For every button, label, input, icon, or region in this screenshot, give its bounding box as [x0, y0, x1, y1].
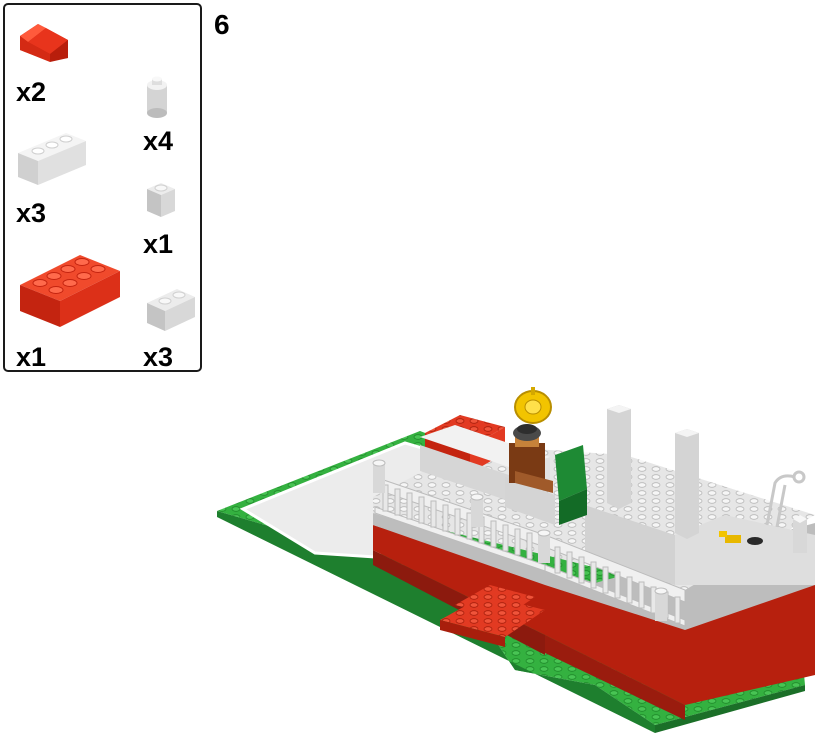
- white-1x3-brick-quantity: x3: [16, 198, 47, 228]
- gold-shield: [514, 387, 552, 424]
- red-slope-brick-icon: [20, 24, 68, 62]
- white-1x2-brick-quantity: x3: [143, 342, 174, 372]
- red-slope-quantity: x2: [16, 77, 47, 107]
- brown-piece: [515, 471, 553, 493]
- minifigure: [509, 424, 545, 483]
- red-2x4-brick-icon: [20, 255, 120, 327]
- step-number: 6: [214, 9, 230, 40]
- clear-antenna: [765, 470, 806, 528]
- red-2x4-brick-quantity: x1: [16, 342, 47, 372]
- gold-tap: [719, 531, 763, 545]
- parts-list-panel: x2 x4 x3 x1: [3, 3, 202, 372]
- white-1x1-brick-icon: [147, 183, 175, 217]
- railing-posts: [372, 459, 807, 621]
- front-railing: [374, 476, 686, 627]
- white-round-brick-icon: [147, 76, 167, 118]
- white-1x2-brick-icon: [147, 289, 195, 331]
- white-round-brick-quantity: x4: [143, 126, 174, 156]
- white-1x3-brick-icon: [18, 133, 86, 185]
- green-seat: [555, 445, 587, 525]
- grey-base-layer: [373, 513, 815, 630]
- red-steps: [440, 585, 545, 647]
- white-1x1-brick-quantity: x1: [143, 229, 174, 259]
- white-columns: [607, 405, 699, 539]
- assembled-model-illustration: [217, 387, 815, 733]
